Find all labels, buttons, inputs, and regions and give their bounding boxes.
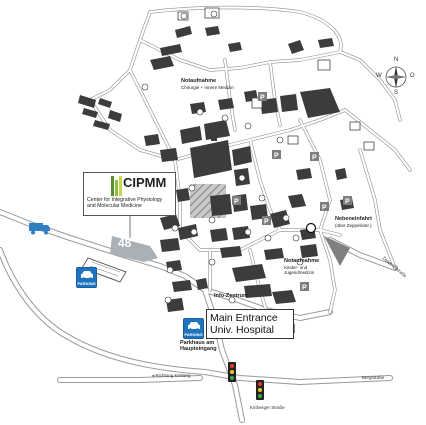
svg-text:P: P: [302, 285, 307, 292]
road-kirrberg-text: Richtung Kirrberg: [155, 373, 191, 378]
notaufnahme-kinder-label: Notaufnahme: [284, 258, 320, 264]
building-markers: [141, 10, 304, 304]
parking-west: PARKING: [76, 267, 97, 288]
building-48-number: 48: [118, 236, 132, 250]
road-bergstrasse: Bergstraße: [362, 375, 385, 380]
svg-text:P: P: [345, 199, 350, 206]
svg-text:P: P: [322, 205, 327, 212]
nebeneinfahrt-sub: (über Zeppelinstr.): [335, 223, 372, 228]
svg-text:P: P: [234, 199, 239, 206]
car-icon: [188, 322, 200, 331]
cipmm-callout: CIPMM Center for Integrative Physiology …: [83, 172, 176, 216]
svg-text:P: P: [312, 155, 317, 162]
parkhaus-line2: Haupteingang: [180, 346, 217, 352]
field-east: [324, 236, 350, 266]
main-entrance-line1: Main Entrance: [210, 312, 278, 324]
traffic-light-icon: [228, 362, 236, 387]
nebeneinfahrt-label: Nebeneinfahrt: [335, 216, 372, 222]
parking-main-label: PARKING: [184, 332, 203, 337]
building-48-area: [110, 236, 158, 262]
compass-e: O: [410, 73, 415, 79]
parkhaus-line1: Parkhaus am: [180, 340, 215, 346]
main-entrance-callout: Main Entrance Univ. Hospital: [206, 309, 294, 339]
svg-text:P: P: [260, 95, 265, 102]
compass: N S O W: [376, 57, 415, 96]
notaufnahme-label: Notaufnahme: [181, 78, 217, 84]
notaufnahme-kinder-line2: Jugendmedizin: [284, 270, 315, 275]
car-icon: [81, 271, 93, 280]
main-entrance-line2: Univ. Hospital: [210, 324, 274, 336]
notaufnahme-sub: Chirurgie + Innere Medizin: [181, 85, 234, 90]
side-entrance-marker: [305, 222, 317, 234]
arrow-left-icon: ◂: [152, 373, 156, 378]
compass-s: S: [394, 90, 399, 96]
truck-icon: [29, 222, 51, 240]
compass-w: W: [376, 73, 382, 79]
compass-n: N: [394, 57, 399, 63]
notaufnahme-kinder-line1: Kinder- und: [284, 265, 308, 270]
parking-west-label: PARKING: [77, 281, 96, 286]
cipmm-line1: Center for Integrative Physiology: [87, 197, 163, 203]
cipmm-line2: and Molecular Medicine: [87, 202, 142, 209]
svg-text:P: P: [274, 153, 279, 160]
road-kirrberg: ◂ Richtung Kirrberg: [152, 373, 191, 379]
svg-text:P: P: [264, 219, 269, 226]
cipmm-title: CIPMM: [123, 175, 167, 190]
cipmm-logo-icon: [111, 176, 123, 201]
cipmm-subtitle: Center for Integrative Physiology and Mo…: [87, 197, 163, 210]
traffic-light-icon: [256, 380, 264, 405]
parking-main: PARKING: [183, 318, 204, 339]
cross-building: [206, 125, 222, 141]
info-zentrum-label: Info-Zentrum: [214, 293, 248, 299]
buildings: [78, 26, 354, 312]
road-kirrberger-strasse: Kirrberger Straße: [250, 405, 285, 410]
